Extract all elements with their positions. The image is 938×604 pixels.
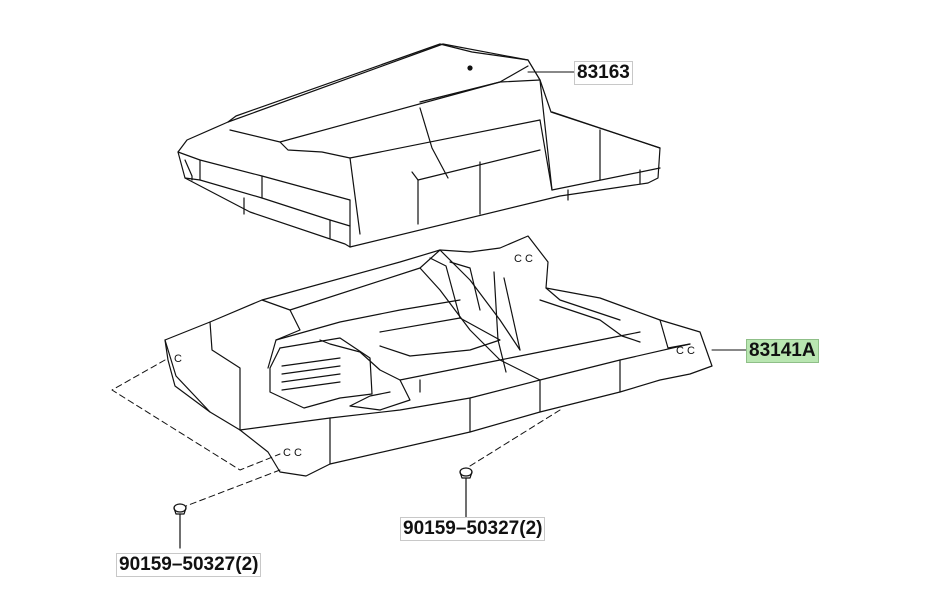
svg-text:C: C (174, 353, 182, 365)
part-label-90159-50327-left[interactable]: 90159–50327(2) (116, 553, 262, 577)
svg-text:C C: C C (283, 447, 302, 459)
case-part-drawing: C C C C C C C (164, 235, 713, 477)
screw-left-drawing (173, 503, 187, 549)
part-label-83141a[interactable]: 83141A (746, 339, 819, 363)
part-label-90159-50327-right[interactable]: 90159–50327(2) (400, 517, 546, 541)
svg-text:C C: C C (514, 253, 533, 265)
part-label-83163[interactable]: 83163 (574, 61, 633, 85)
screw-right-drawing (459, 467, 473, 519)
svg-text:C C: C C (676, 345, 695, 357)
dashed-mounting-lines (111, 359, 561, 507)
leader-lines (527, 71, 747, 351)
cover-part-drawing (177, 43, 661, 248)
